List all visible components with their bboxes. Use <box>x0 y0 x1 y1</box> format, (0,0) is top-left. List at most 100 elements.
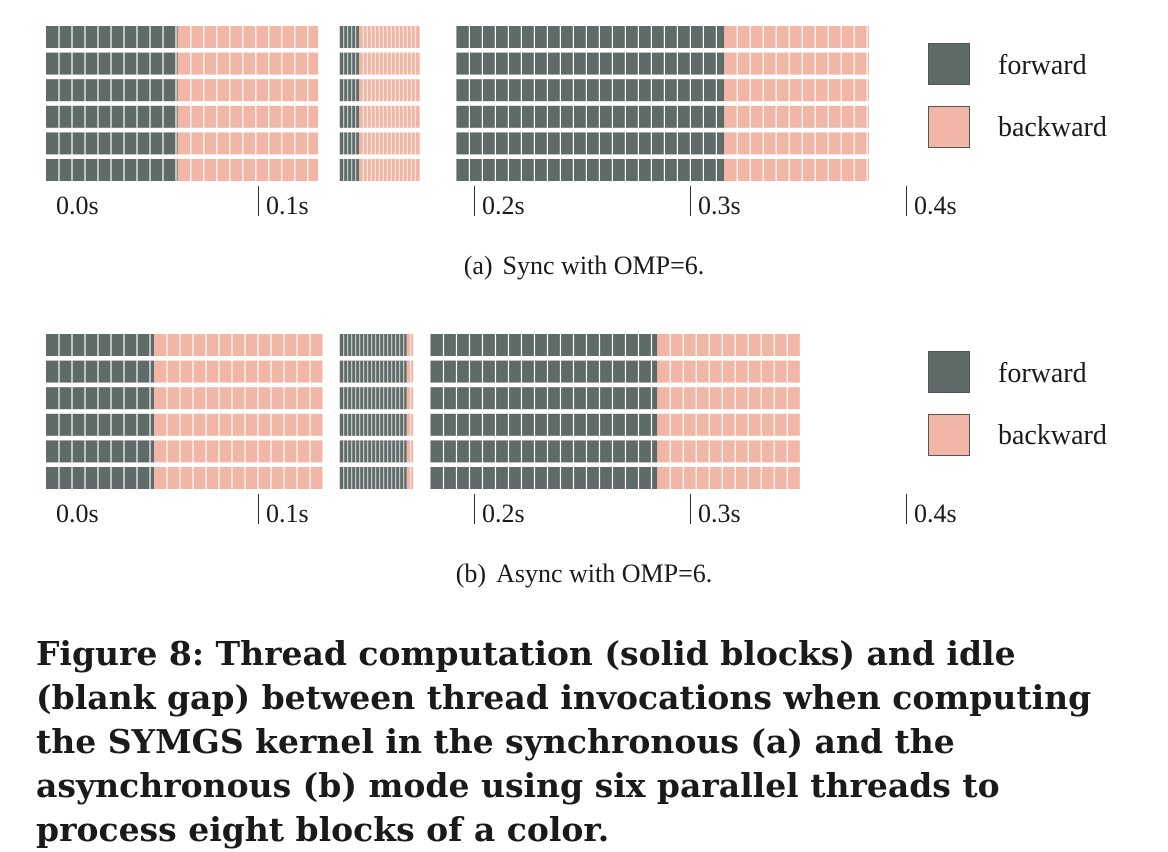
tick-mark <box>906 186 907 216</box>
forward-block <box>46 79 178 102</box>
forward-phase-thread-3 <box>46 387 154 410</box>
tick-label: 0.4s <box>914 499 957 528</box>
tick-label: 0.1s <box>266 499 309 528</box>
backward-block <box>359 26 420 48</box>
tick-mark <box>258 494 259 524</box>
backward-phase-thread-3 <box>406 387 414 410</box>
legend-swatch-backward <box>928 106 970 148</box>
backward-phase-thread-5 <box>359 132 420 155</box>
backward-block <box>657 334 800 356</box>
legend-swatch-backward <box>928 414 970 456</box>
backward-phase-thread-4 <box>724 105 869 128</box>
legend-label-forward: forward <box>998 50 1087 81</box>
forward-block <box>430 413 658 436</box>
backward-block <box>359 132 420 155</box>
tick-label: 0.3s <box>698 191 741 220</box>
backward-block <box>177 79 319 102</box>
forward-phase-thread-1 <box>339 26 360 48</box>
backward-phase-thread-6 <box>154 467 323 489</box>
tick-mark <box>474 494 475 524</box>
backward-block <box>359 52 420 75</box>
backward-phase-thread-5 <box>406 440 414 463</box>
forward-phase-thread-5 <box>46 132 178 155</box>
forward-block <box>46 440 154 463</box>
forward-block <box>456 132 725 155</box>
forward-phase-thread-2 <box>339 52 360 75</box>
backward-block <box>657 413 800 436</box>
tick-mark <box>474 186 475 216</box>
forward-block <box>430 334 658 356</box>
backward-phase-thread-2 <box>359 52 420 75</box>
forward-block <box>339 360 407 383</box>
backward-block <box>657 360 800 383</box>
legend-swatch-forward <box>928 43 970 85</box>
legend-swatch-forward <box>928 351 970 393</box>
backward-phase-thread-1 <box>406 334 414 356</box>
forward-block <box>339 26 360 48</box>
forward-block <box>456 79 725 102</box>
backward-block <box>657 440 800 463</box>
backward-block <box>406 387 414 410</box>
forward-phase-thread-3 <box>339 79 360 102</box>
forward-phase-thread-6 <box>339 159 360 181</box>
figure-caption: Figure 8: Thread computation (solid bloc… <box>36 634 1092 849</box>
tick-mark <box>690 186 691 216</box>
backward-phase-thread-6 <box>406 467 414 489</box>
backward-block <box>177 26 319 48</box>
forward-block <box>339 334 407 356</box>
backward-phase-thread-3 <box>359 79 420 102</box>
tick-label: 0.1s <box>266 191 309 220</box>
backward-phase-thread-6 <box>657 467 800 489</box>
backward-phase-thread-5 <box>724 132 869 155</box>
forward-phase-thread-4 <box>339 105 360 128</box>
forward-phase-thread-6 <box>46 159 178 181</box>
tick-mark <box>690 494 691 524</box>
backward-block <box>154 334 323 356</box>
forward-phase-thread-2 <box>46 52 178 75</box>
forward-phase-thread-1 <box>456 26 725 48</box>
backward-block <box>724 26 869 48</box>
tick-label: 0.0s <box>56 191 99 220</box>
tick-label: 0.3s <box>698 499 741 528</box>
forward-block <box>339 387 407 410</box>
backward-block <box>154 360 323 383</box>
forward-phase-thread-6 <box>46 467 154 489</box>
forward-phase-thread-4 <box>46 413 154 436</box>
backward-phase-thread-2 <box>406 360 414 383</box>
subcaption-a: (a) Sync with OMP=6. <box>0 253 1168 279</box>
forward-phase-thread-1 <box>46 334 154 356</box>
forward-block <box>430 467 658 489</box>
tick-mark <box>258 186 259 216</box>
backward-block <box>177 52 319 75</box>
timeline-plot-sync <box>46 26 869 181</box>
forward-phase-thread-5 <box>430 440 658 463</box>
backward-phase-thread-2 <box>177 52 319 75</box>
backward-phase-thread-3 <box>657 387 800 410</box>
forward-phase-thread-3 <box>46 79 178 102</box>
forward-phase-thread-6 <box>456 159 725 181</box>
forward-block <box>46 413 154 436</box>
subcaption-tag-b: (b) <box>455 559 487 588</box>
forward-block <box>46 132 178 155</box>
backward-phase-thread-4 <box>406 413 414 436</box>
backward-phase-thread-2 <box>657 360 800 383</box>
forward-phase-thread-1 <box>430 334 658 356</box>
subcaption-text-b: Async with OMP=6. <box>496 559 713 588</box>
subcaption-b: (b) Async with OMP=6. <box>0 561 1168 587</box>
subcaption-tag-a: (a) <box>463 251 493 280</box>
forward-block <box>456 105 725 128</box>
forward-block <box>339 132 360 155</box>
backward-block <box>154 440 323 463</box>
forward-phase-thread-4 <box>46 105 178 128</box>
backward-phase-thread-4 <box>359 105 420 128</box>
forward-block <box>339 105 360 128</box>
backward-phase-thread-2 <box>154 360 323 383</box>
forward-block <box>430 387 658 410</box>
forward-block <box>46 26 178 48</box>
forward-block <box>46 387 154 410</box>
tick-label: 0.4s <box>914 191 957 220</box>
subcaption-text-a: Sync with OMP=6. <box>502 251 705 280</box>
timeline-plot-async <box>46 334 800 489</box>
backward-block <box>724 52 869 75</box>
backward-phase-thread-1 <box>724 26 869 48</box>
